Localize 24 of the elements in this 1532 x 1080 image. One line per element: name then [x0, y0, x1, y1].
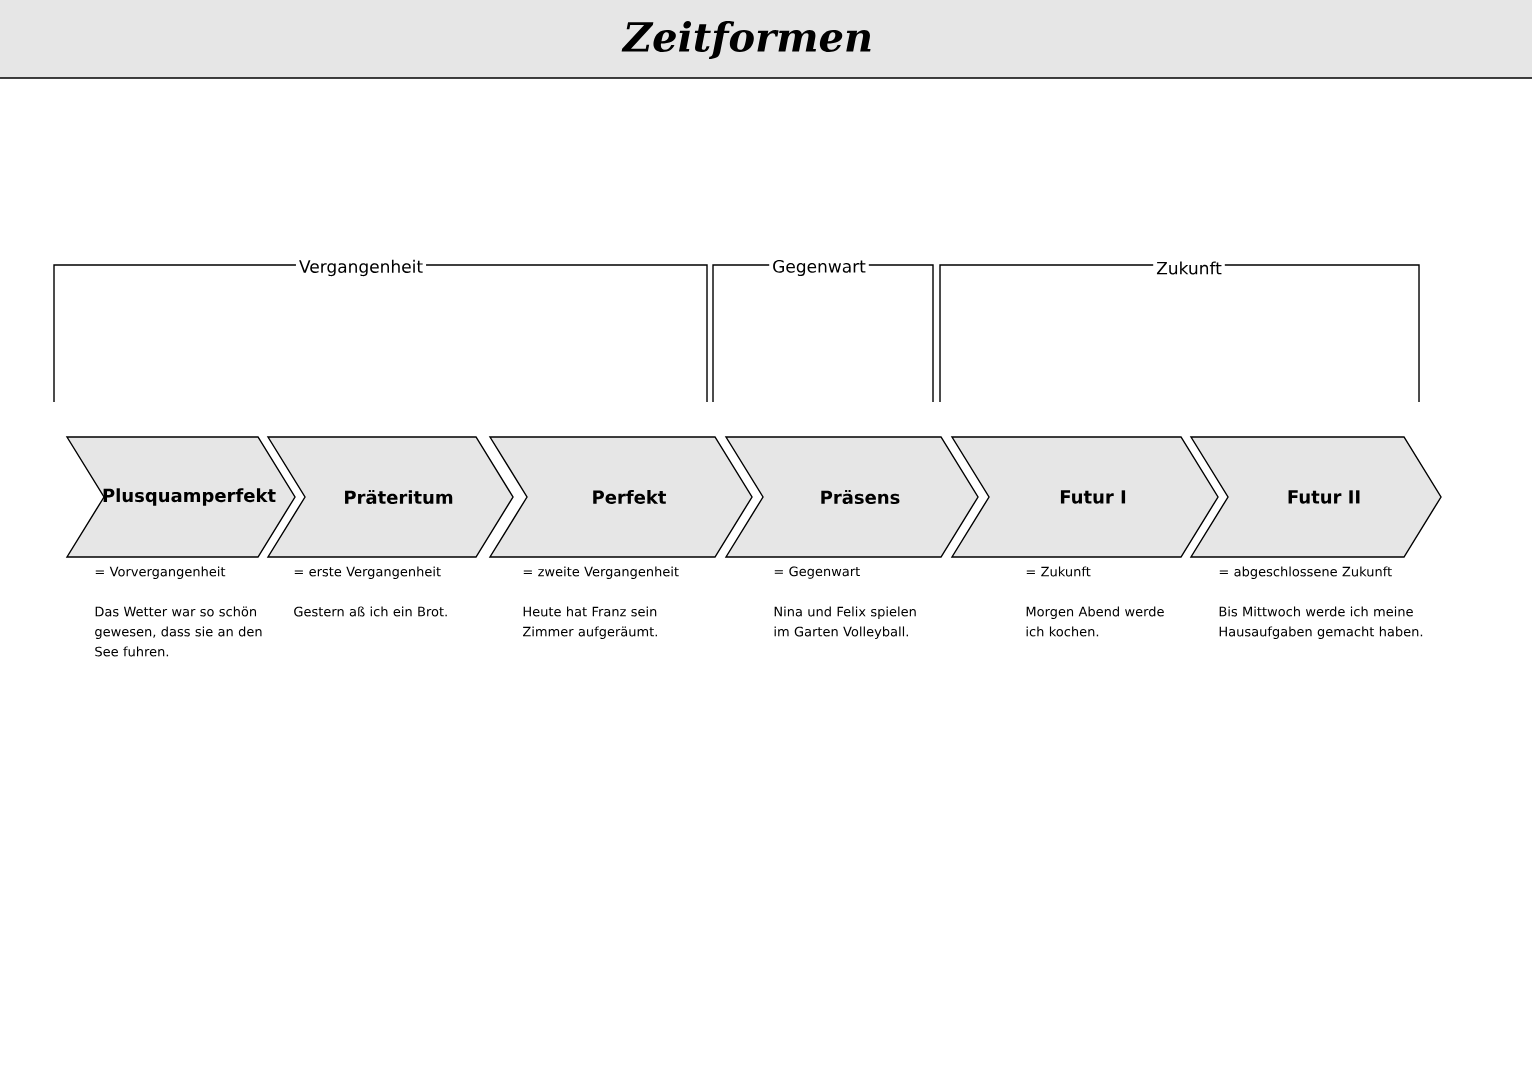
node-label: Vergangenheit [299, 259, 423, 277]
step-box: Perfekt [488, 436, 753, 558]
step-box: Futur I [950, 436, 1219, 558]
example-sentence: Morgen Abend werde ich kochen. [1026, 606, 1164, 637]
example-sentence: Gestern aß ich ein Brot. [294, 606, 447, 617]
step-box: Plusquamperfekt [65, 436, 296, 558]
definition-text: = erste Vergangenheit [294, 566, 441, 579]
example-sentence: Heute hat Franz sein Zimmer aufgeräumt. [523, 606, 657, 639]
node-label: Gegenwart [773, 259, 866, 277]
definition-text: = abgeschlossene Zukunft [1219, 566, 1392, 579]
bracket: Gegenwart [712, 256, 934, 403]
step-box: Futur II [1189, 436, 1442, 558]
definition-text: = Vorvergangenheit [95, 566, 226, 579]
title: Zeitformen [621, 21, 871, 59]
node-label: Zukunft [1156, 261, 1222, 275]
definition-text: = Zukunft [1026, 566, 1091, 577]
example-sentence: Das Wetter war so schön gewesen, dass sie an den See fuhren. [95, 606, 262, 657]
example-sentence: Nina und Felix spielen im Garten Volleyball. [774, 606, 916, 639]
bracket: Zukunft [939, 258, 1420, 403]
step-box: Präsens [724, 436, 979, 558]
definition-text: = zweite Vergangenheit [523, 566, 679, 579]
example-sentence: Bis Mittwoch werde ich meine Hausaufgaben gemacht haben. [1219, 606, 1423, 639]
bracket: Vergangenheit [53, 256, 708, 403]
definition-text: = Gegenwart [774, 566, 860, 579]
